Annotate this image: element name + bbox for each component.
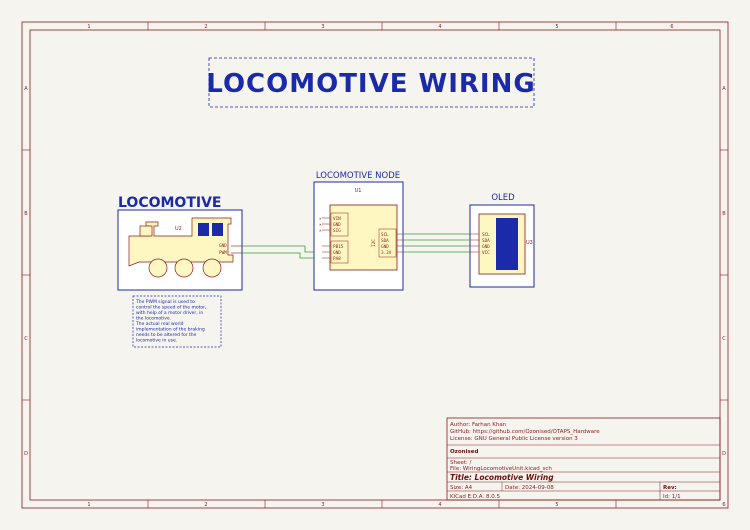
- locomotive-wheel-3: [202, 258, 222, 278]
- note-line-7: needs to be altered for the: [136, 332, 197, 338]
- node-pin-gnd-top: GND: [333, 222, 341, 228]
- border-row-labels: A B C D A B C D: [24, 86, 726, 457]
- col-label-top-2: 2: [204, 24, 207, 30]
- col-label-top-6: 6: [670, 24, 673, 30]
- col-label-bottom-6: 6: [722, 502, 725, 508]
- tb-company: Ozonised: [450, 449, 478, 455]
- row-label-left-a: A: [24, 86, 28, 92]
- locomotive-chimney: [139, 225, 153, 237]
- note-line-6: implementation of the braking: [136, 327, 205, 333]
- node-nc-2: ×: [319, 223, 322, 228]
- row-label-right-c: C: [722, 336, 726, 342]
- col-label-top-1: 1: [87, 24, 90, 30]
- inner-border: [29, 29, 721, 501]
- node-pin-sda: SDA: [381, 238, 389, 244]
- node-chip: [329, 204, 398, 271]
- oled-pin-sda: SDA: [482, 238, 490, 244]
- row-label-right-d: D: [722, 451, 726, 457]
- oled-pin-vcc: VCC: [482, 250, 490, 256]
- oled-label: OLED: [491, 193, 515, 203]
- locomotive-wheel-1: [148, 258, 168, 278]
- node-left-pins-bottom: PB15 GND PA8: [322, 244, 344, 262]
- note-line-4: the locomotive.: [136, 316, 171, 322]
- row-label-right-a: A: [722, 86, 726, 92]
- locomotive-ref: U2: [175, 226, 182, 232]
- node-i2c-label: I2C: [371, 239, 377, 247]
- border-column-labels: 1 2 3 4 5 6 1 2 3 4 5 6: [87, 24, 725, 508]
- col-label-top-4: 4: [438, 24, 441, 30]
- node-pin-gnd-right: GND: [381, 244, 389, 250]
- tb-date: Date: 2024-09-08: [505, 485, 554, 491]
- node-right-pins: SCL SDA GND 3.3V: [381, 232, 403, 256]
- tb-sheet: Sheet: /: [450, 460, 472, 466]
- node-pin-pb15: PB15: [333, 244, 344, 250]
- row-label-left-d: D: [24, 451, 28, 457]
- node-pin-pa8: PA8: [333, 256, 341, 262]
- tb-github: GitHub: https://github.com/Ozonised/OTAP…: [450, 429, 600, 435]
- node-pin-gnd-bottom: GND: [333, 250, 341, 256]
- col-label-top-3: 3: [321, 24, 324, 30]
- locomotive-wheel-2: [174, 258, 194, 278]
- note-line-3: with help of a motor driver, in: [136, 310, 203, 316]
- oled-pins: SCL SDA GND VCC: [470, 232, 490, 256]
- oled-ref: U3: [526, 240, 533, 246]
- tb-author: Author: Farhan Khan: [450, 422, 507, 428]
- note-box: [132, 295, 222, 348]
- node-pin-vin: VIN: [333, 216, 341, 222]
- node-input-group: [330, 212, 349, 237]
- note-line-8: locomotive in use.: [136, 338, 177, 344]
- locomotive-symbol: [128, 217, 234, 278]
- outer-border: [21, 21, 729, 509]
- oled-pin-gnd: GND: [482, 244, 490, 250]
- tb-tool: KiCad E.D.A. 8.0.5: [450, 494, 500, 500]
- node-nc-3: ×: [319, 229, 322, 234]
- col-label-bottom-3: 3: [321, 502, 324, 508]
- wires: [242, 233, 470, 259]
- node-nc-1: ×: [319, 217, 322, 222]
- note-line-2: control the speed of the motor,: [136, 305, 206, 311]
- row-label-right-b: B: [722, 211, 726, 217]
- locomotive-pin-gnd: GND: [219, 243, 227, 249]
- node-ref: U1: [355, 188, 362, 194]
- oled-pin-scl: SCL: [482, 232, 490, 238]
- node-pin-scl: SCL: [381, 232, 389, 238]
- border-ticks: [22, 22, 728, 508]
- col-label-bottom-4: 4: [438, 502, 441, 508]
- node-pwm-group: [330, 240, 349, 264]
- tb-file: File: WiringLocomotiveUnit.kicad_sch: [450, 466, 552, 472]
- node-label: LOCOMOTIVE NODE: [316, 171, 400, 181]
- wire-gnd-loco: [242, 245, 314, 253]
- note-line-1: The PWM signal is used to: [135, 299, 195, 305]
- row-label-left-c: C: [24, 336, 28, 342]
- tb-title: Title: Locomotive Wiring: [450, 473, 554, 482]
- col-label-bottom-2: 2: [204, 502, 207, 508]
- note-line-5: The actual real world: [135, 321, 184, 327]
- title-block-frame: [446, 417, 721, 501]
- title-block: Author: Farhan Khan GitHub: https://gith…: [446, 417, 721, 501]
- wire-pwm-loco: [242, 252, 314, 259]
- node-pin-3v3: 3.3V: [381, 250, 392, 256]
- tb-size: Size: A4: [450, 485, 473, 491]
- tb-rev: Rev:: [663, 485, 677, 491]
- tb-id: Id: 1/1: [663, 494, 681, 500]
- oled-screen: [496, 218, 518, 270]
- note-text: The PWM signal is used to control the sp…: [135, 299, 206, 344]
- node-pin-sig: SIG: [333, 228, 341, 234]
- node-left-pins-top: VIN GND SIG × × ×: [319, 216, 341, 234]
- tb-license: License: GNU General Public License vers…: [450, 436, 578, 442]
- locomotive-window-left: [198, 223, 209, 236]
- locomotive-label: LOCOMOTIVE: [118, 195, 222, 211]
- locomotive-window-right: [212, 223, 223, 236]
- col-label-top-5: 5: [555, 24, 558, 30]
- title-box: [208, 57, 535, 108]
- col-label-bottom-5: 5: [555, 502, 558, 508]
- row-label-left-b: B: [24, 211, 28, 217]
- node-i2c-group: [378, 228, 397, 258]
- page-title: LOCOMOTIVE WIRING: [206, 69, 535, 99]
- col-label-bottom-1: 1: [87, 502, 90, 508]
- locomotive-pin-pwm: PWM: [219, 250, 227, 256]
